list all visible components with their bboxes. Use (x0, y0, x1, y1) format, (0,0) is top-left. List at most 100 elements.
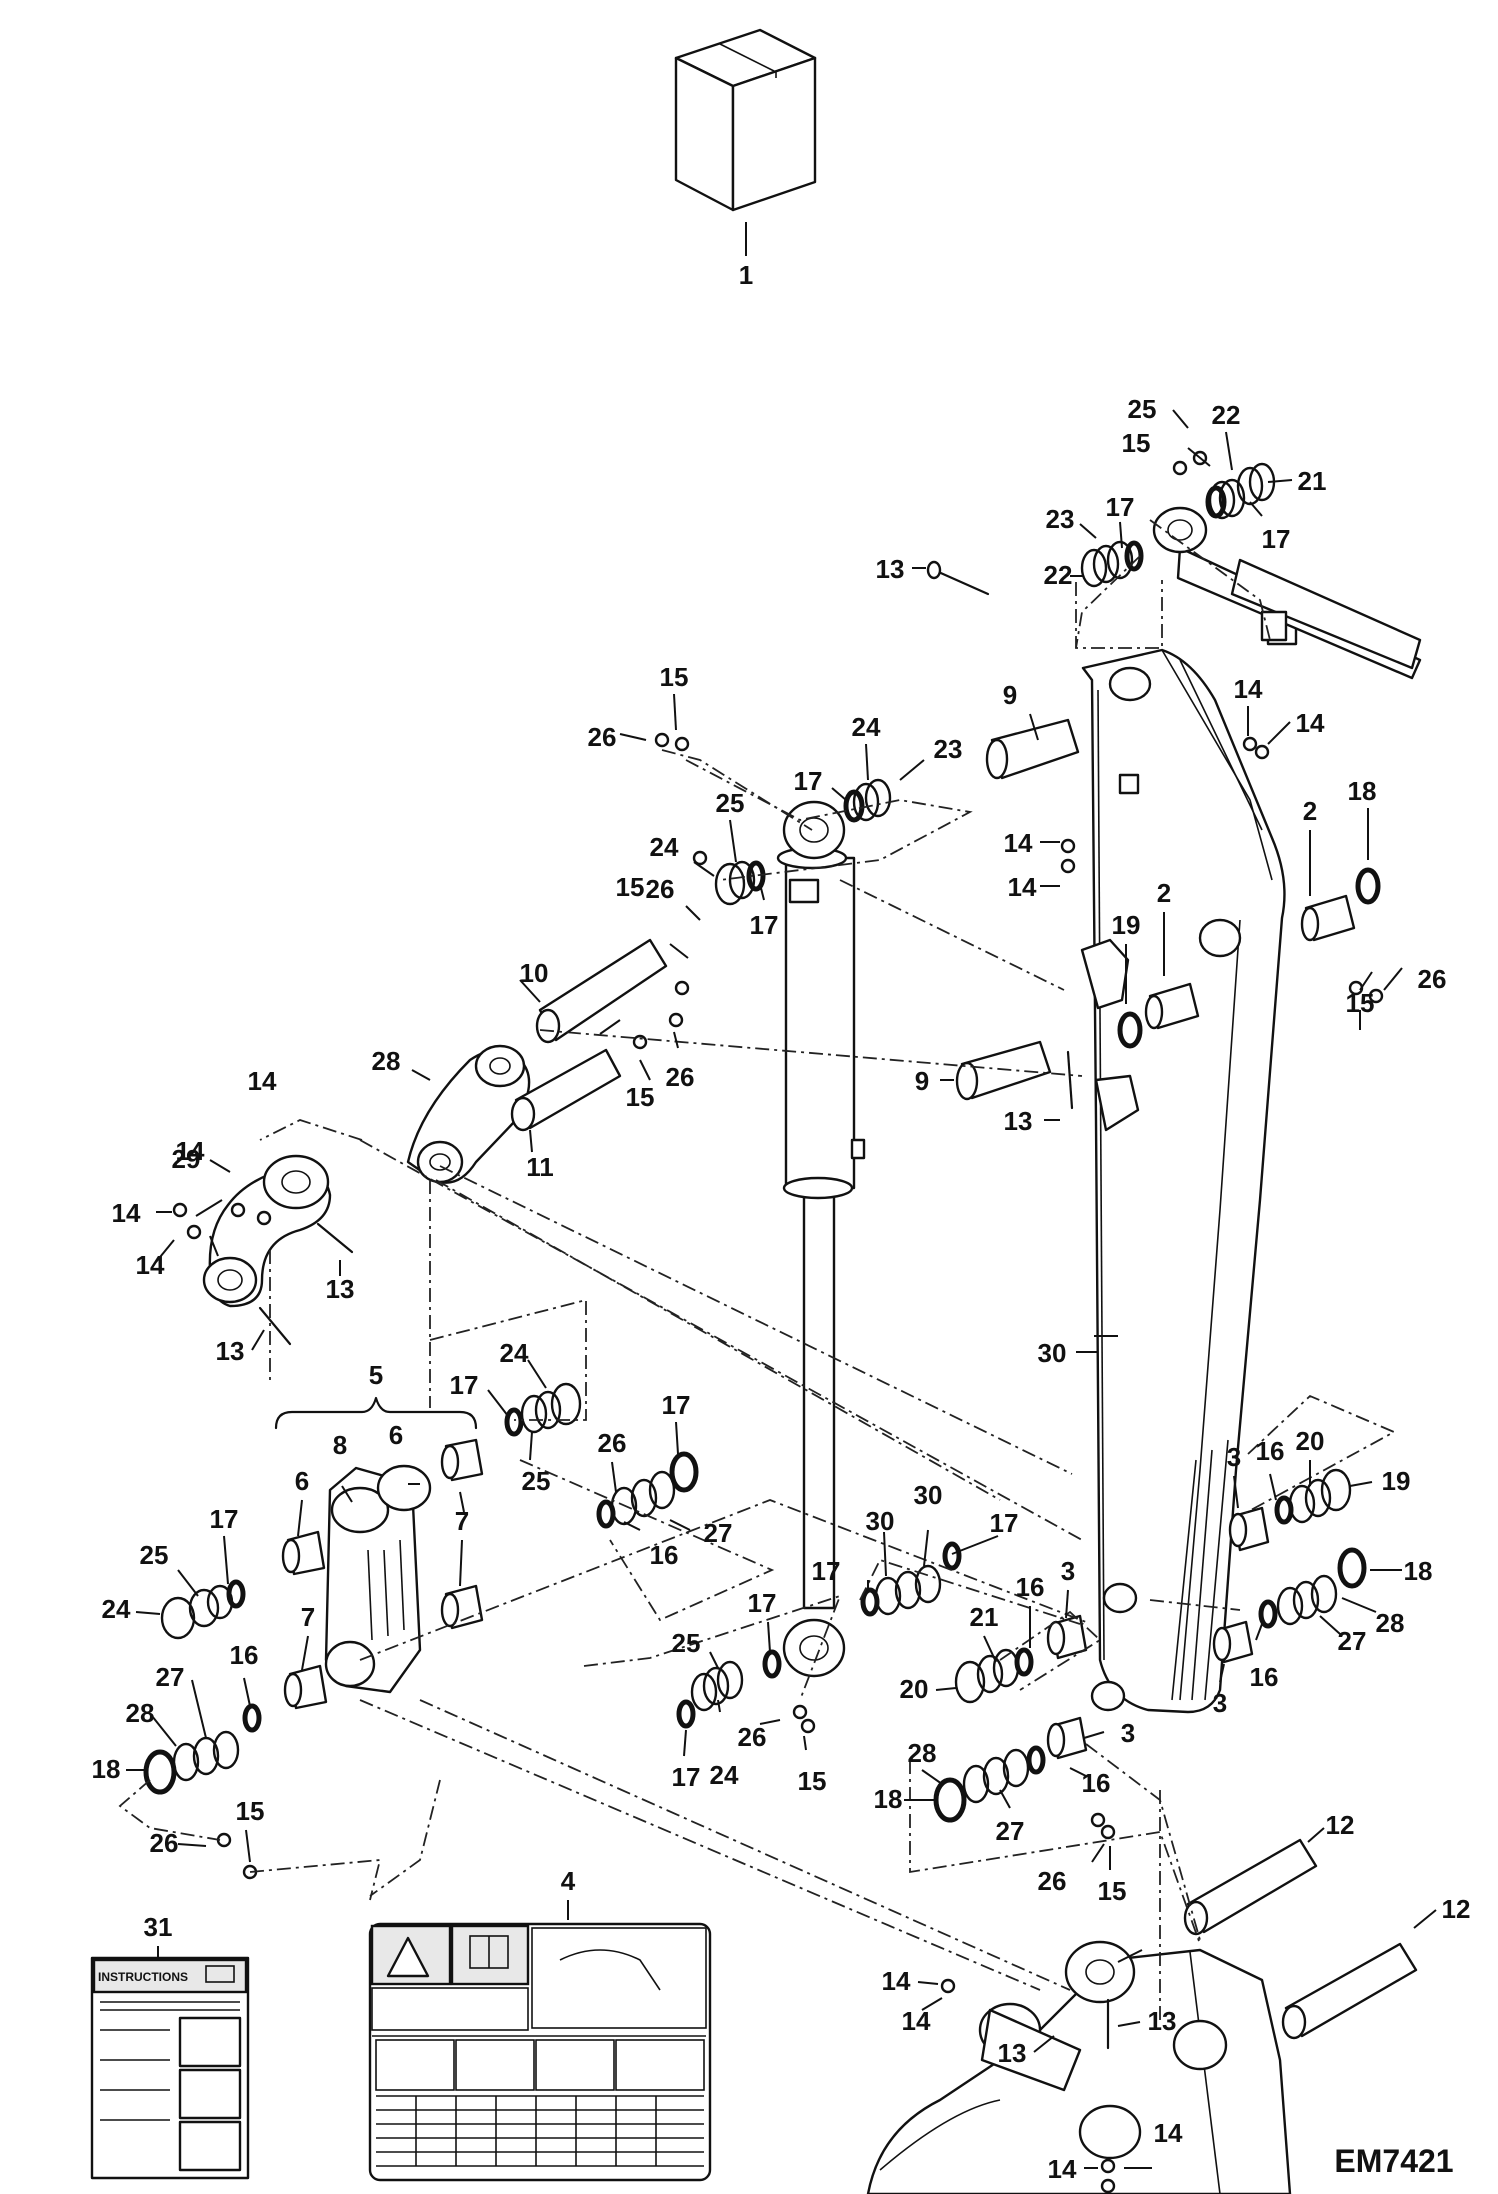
callout-28: 28 (1376, 1608, 1405, 1638)
callout-15: 15 (1346, 988, 1375, 1018)
callout-26: 25 (1128, 394, 1157, 424)
callout-17: 17 (750, 910, 779, 940)
callout-32: 31 (144, 1912, 173, 1942)
callout-23: 23 (1046, 504, 1075, 534)
callout-26: 26 (666, 1062, 695, 1092)
callout-18: 18 (874, 1784, 903, 1814)
callout-28: 27 (704, 1518, 733, 1548)
callout-25: 25 (672, 1628, 701, 1658)
callout-26: 26 (150, 1828, 179, 1858)
callout-20: 20 (900, 1674, 929, 1704)
callout-16: 16 (1256, 1436, 1285, 1466)
callout-14: 14 (112, 1198, 141, 1228)
callout-27: 27 (1338, 1626, 1367, 1656)
callout-20: 19 (1382, 1466, 1411, 1496)
callout-5: 5 (369, 1360, 383, 1390)
callout-7: 7 (301, 1602, 315, 1632)
callout-22: 21 (1298, 466, 1327, 496)
callout-13: 13 (1004, 1106, 1033, 1136)
callout-14: 14 (1154, 2118, 1183, 2148)
callout-27: 26 (598, 1428, 627, 1458)
callout-31: 30 (1038, 1338, 1067, 1368)
callout-24: 24 (650, 832, 679, 862)
callout-14: 14 (248, 1066, 277, 1096)
kit-box-part (674, 28, 817, 212)
callout-14: 14 (176, 1136, 205, 1166)
callout-24: 23 (934, 734, 963, 764)
callout-1: 1 (739, 260, 753, 290)
callout-15: 15 (798, 1766, 827, 1796)
callout-15: 15 (616, 872, 645, 902)
callout-25: 25 (522, 1466, 551, 1496)
callout-26: 26 (588, 722, 617, 752)
callout-30: 29 (172, 1144, 201, 1174)
callout-9: 9 (915, 1066, 929, 1096)
callout-12: 12 (1326, 1810, 1355, 1840)
callout-25: 25 (140, 1540, 169, 1570)
callout-2: 2 (1157, 878, 1171, 908)
link-29-part (406, 1044, 531, 1184)
callout-16: 16 (230, 1640, 259, 1670)
callout-21: 20 (1296, 1426, 1325, 1456)
callout-12: 12 (1442, 1894, 1471, 1924)
small-hardware (172, 450, 1384, 2194)
callout-4: 4 (561, 1866, 576, 1896)
callout-18: 18 (92, 1754, 121, 1784)
callout-13: 13 (216, 1336, 245, 1366)
callout-30: 30 (914, 1480, 943, 1510)
callout-14: 14 (882, 1966, 911, 1996)
callout-16: 16 (650, 1540, 679, 1570)
hydraulic-cylinder-part (776, 800, 866, 1678)
figure-code: EM7421 (1334, 2143, 1453, 2179)
alignment-lines (118, 519, 1397, 2022)
callout-17: 17 (812, 1556, 841, 1586)
callout-24: 24 (710, 1760, 739, 1790)
callout-13: 13 (1148, 2006, 1177, 2036)
callout-23: 22 (1212, 400, 1241, 430)
link-8-part (324, 1464, 432, 1694)
leader-lines (126, 222, 1437, 2169)
callout-30: 30 (866, 1506, 895, 1536)
callout-28: 28 (908, 1738, 937, 1768)
callout-labels: 1 2 2 3 3 3 3 4 5 6 6 7 7 8 9 9 10 11 12… (92, 260, 1471, 2184)
callout-3: 3 (1121, 1718, 1135, 1748)
callout-14: 14 (1234, 674, 1263, 704)
callout-15: 15 (626, 1082, 655, 1112)
callout-9: 9 (1003, 680, 1017, 710)
callout-15: 15 (1122, 428, 1151, 458)
link-30-part (202, 1154, 332, 1308)
callout-3: 3 (1213, 1688, 1227, 1718)
callout-21: 21 (970, 1602, 999, 1632)
callout-22: 22 (1044, 560, 1073, 590)
callout-17: 17 (1262, 524, 1291, 554)
callout-10: 10 (520, 958, 549, 988)
callout-26: 26 (738, 1722, 767, 1752)
callout-15: 15 (1098, 1876, 1127, 1906)
callout-17: 17 (210, 1504, 239, 1534)
callout-18: 17 (662, 1390, 691, 1420)
callout-2: 2 (1303, 796, 1317, 826)
callout-24: 24 (102, 1594, 131, 1624)
callout-17: 17 (794, 766, 823, 796)
callout-6: 6 (389, 1420, 403, 1450)
callout-17: 17 (990, 1508, 1019, 1538)
callout-19: 19 (1112, 910, 1141, 940)
callout-14: 14 (1004, 828, 1033, 858)
callout-14: 14 (136, 1250, 165, 1280)
callout-17: 17 (1106, 492, 1135, 522)
decal-4-grid (376, 2095, 704, 2167)
callout-18: 18 (1404, 1556, 1433, 1586)
callout-17: 17 (672, 1762, 701, 1792)
callout-19: 18 (1348, 776, 1377, 806)
callout-26: 26 (646, 874, 675, 904)
assembly-5-brace (274, 1396, 478, 1430)
callout-13: 13 (326, 1274, 355, 1304)
decal-4-part (368, 1922, 712, 2182)
callout-27: 27 (156, 1662, 185, 1692)
callout-3: 3 (1227, 1442, 1241, 1472)
callout-15: 15 (236, 1796, 265, 1826)
callout-14: 14 (1048, 2154, 1077, 2184)
callout-28: 28 (126, 1698, 155, 1728)
callout-7: 7 (455, 1506, 469, 1536)
